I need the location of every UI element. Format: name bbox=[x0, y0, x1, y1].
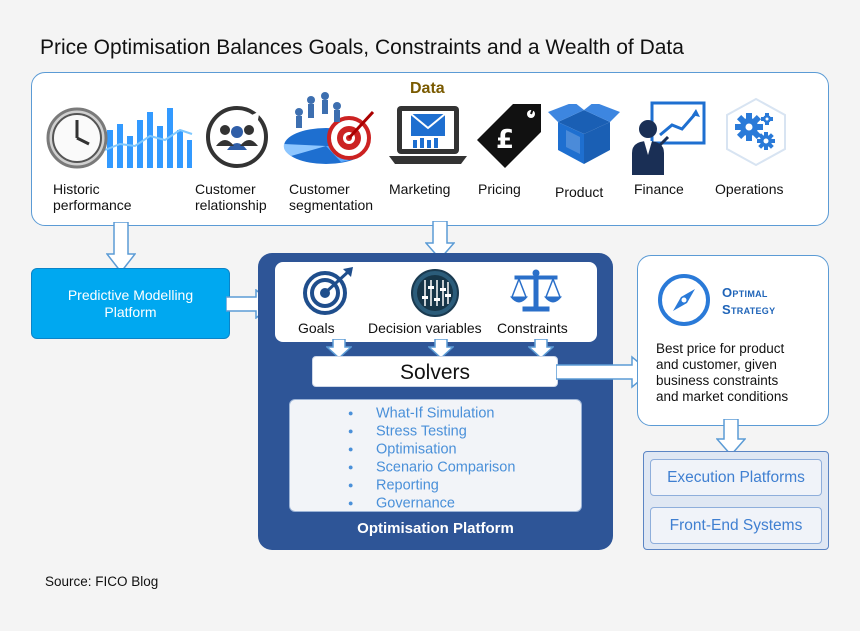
presenter-chart-icon bbox=[630, 101, 706, 180]
scales-icon bbox=[509, 267, 563, 318]
gears-icon bbox=[721, 97, 791, 172]
optimal-strategy-title: Optimal Strategy bbox=[722, 285, 776, 317]
source-label-historic: Historic performance bbox=[53, 181, 132, 213]
input-label-constraints: Constraints bbox=[497, 320, 568, 336]
capability-item: ●Stress Testing bbox=[348, 423, 467, 440]
capabilities-list: ●What-If Simulation ●Stress Testing ●Opt… bbox=[289, 399, 582, 512]
source-label-product: Product bbox=[555, 184, 604, 200]
arrow-down-data-to-platform bbox=[425, 221, 455, 261]
source-label-customer-segmentation: Customer segmentation bbox=[289, 181, 374, 213]
page-title: Price Optimisation Balances Goals, Const… bbox=[40, 36, 684, 59]
input-label-goals: Goals bbox=[298, 320, 335, 336]
arrow-down-constraints-to-solvers bbox=[528, 339, 554, 359]
target-icon bbox=[303, 265, 355, 320]
front-end-systems-box: Front-End Systems bbox=[650, 507, 822, 544]
optimal-strategy-description: Best price for product and customer, giv… bbox=[656, 341, 789, 404]
source-label-finance: Finance bbox=[634, 181, 684, 197]
predictive-modelling-label: Predictive Modelling Platform bbox=[67, 286, 194, 320]
capability-item: ●Optimisation bbox=[348, 441, 457, 458]
execution-platforms-box: Execution Platforms bbox=[650, 459, 822, 496]
solvers-box: Solvers bbox=[312, 356, 558, 387]
segmentation-target-icon bbox=[281, 86, 381, 175]
clock-bar-chart-icon bbox=[45, 100, 193, 177]
compass-icon bbox=[657, 273, 711, 332]
source-label-operations: Operations bbox=[715, 181, 784, 197]
svg-text:£: £ bbox=[496, 125, 514, 155]
source-credit: Source: FICO Blog bbox=[45, 574, 159, 589]
product-box-icon bbox=[546, 102, 622, 173]
arrow-down-goals-to-solvers bbox=[326, 339, 352, 359]
customer-group-icon bbox=[203, 104, 271, 175]
pound-price-tag-icon: £ bbox=[475, 102, 543, 175]
arrow-down-data-to-predictive bbox=[106, 222, 136, 274]
capability-item: ●What-If Simulation bbox=[348, 405, 495, 422]
input-label-decision-variables: Decision variables bbox=[368, 320, 482, 336]
source-label-marketing: Marketing bbox=[389, 181, 451, 197]
data-label: Data bbox=[410, 80, 445, 97]
source-label-customer-relationship: Customer relationship bbox=[195, 181, 267, 213]
capability-item: ●Governance bbox=[348, 495, 455, 512]
predictive-modelling-platform: Predictive Modelling Platform bbox=[31, 268, 230, 339]
capability-item: ●Reporting bbox=[348, 477, 439, 494]
capability-item: ●Scenario Comparison bbox=[348, 459, 516, 476]
optimisation-platform-label: Optimisation Platform bbox=[357, 520, 514, 537]
arrow-down-strategy-to-execution bbox=[716, 419, 746, 457]
execution-panel: Execution Platforms Front-End Systems bbox=[643, 451, 829, 550]
mixer-sliders-icon bbox=[410, 268, 460, 323]
source-label-pricing: Pricing bbox=[478, 181, 521, 197]
email-laptop-icon bbox=[389, 102, 467, 173]
arrow-down-decisions-to-solvers bbox=[428, 339, 454, 359]
